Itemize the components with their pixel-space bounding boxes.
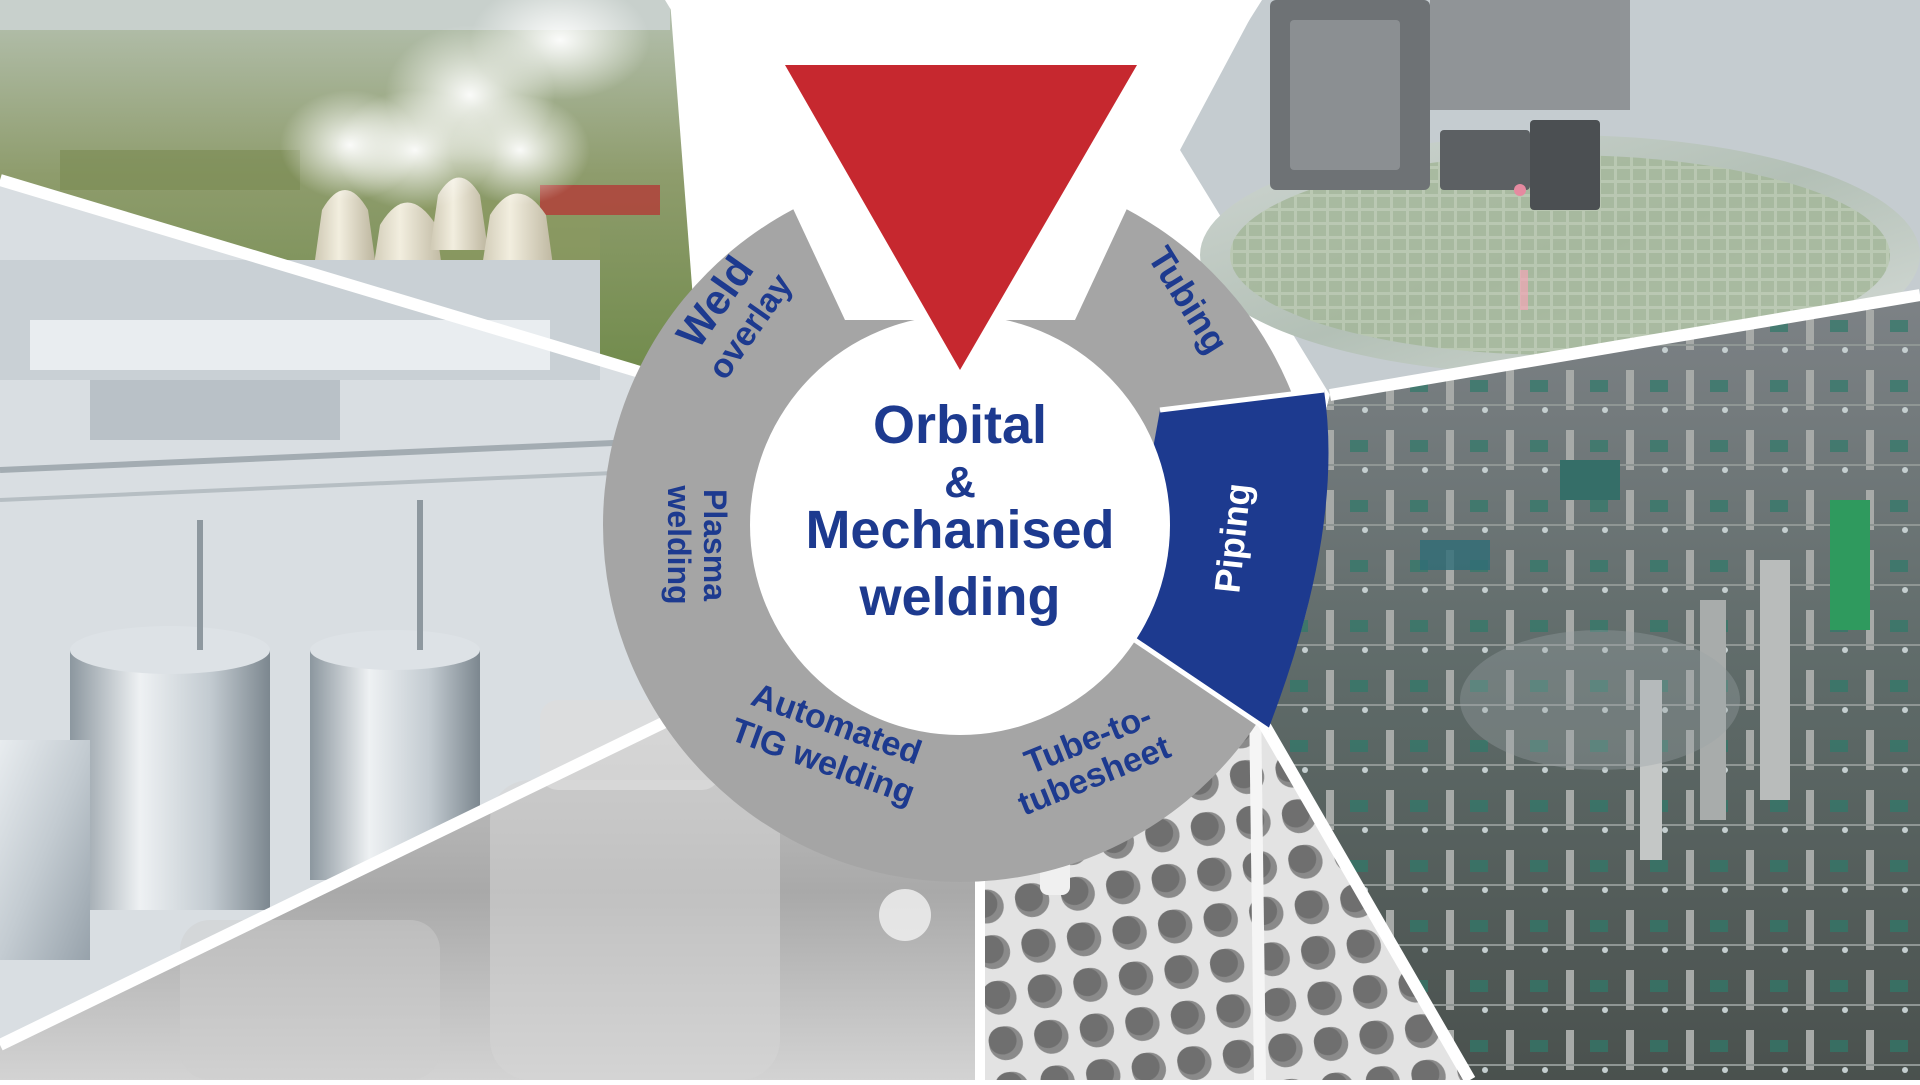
segment-piping [1120, 390, 1329, 730]
center-disk [750, 315, 1170, 735]
center-line-1: Orbital [873, 395, 1047, 455]
segment-dividers [1118, 387, 1325, 733]
plasma-line-1: Plasma [697, 489, 733, 601]
photo-dividers [0, 174, 1920, 1084]
label-plasma: Plasma welding [661, 484, 733, 604]
center-line-3: Mechanised [805, 500, 1114, 560]
laser-wafer-photo [1180, 0, 1920, 395]
red-triangle-icon [785, 65, 1137, 370]
center-line-2: & [944, 458, 976, 507]
center-line-4: welding [859, 567, 1061, 627]
refinery-photo [1250, 295, 1920, 1080]
plasma-line-2: welding [661, 484, 697, 604]
center-title: Orbital & Mechanised welding [805, 395, 1114, 627]
stainless-tanks-photo [0, 180, 700, 1045]
